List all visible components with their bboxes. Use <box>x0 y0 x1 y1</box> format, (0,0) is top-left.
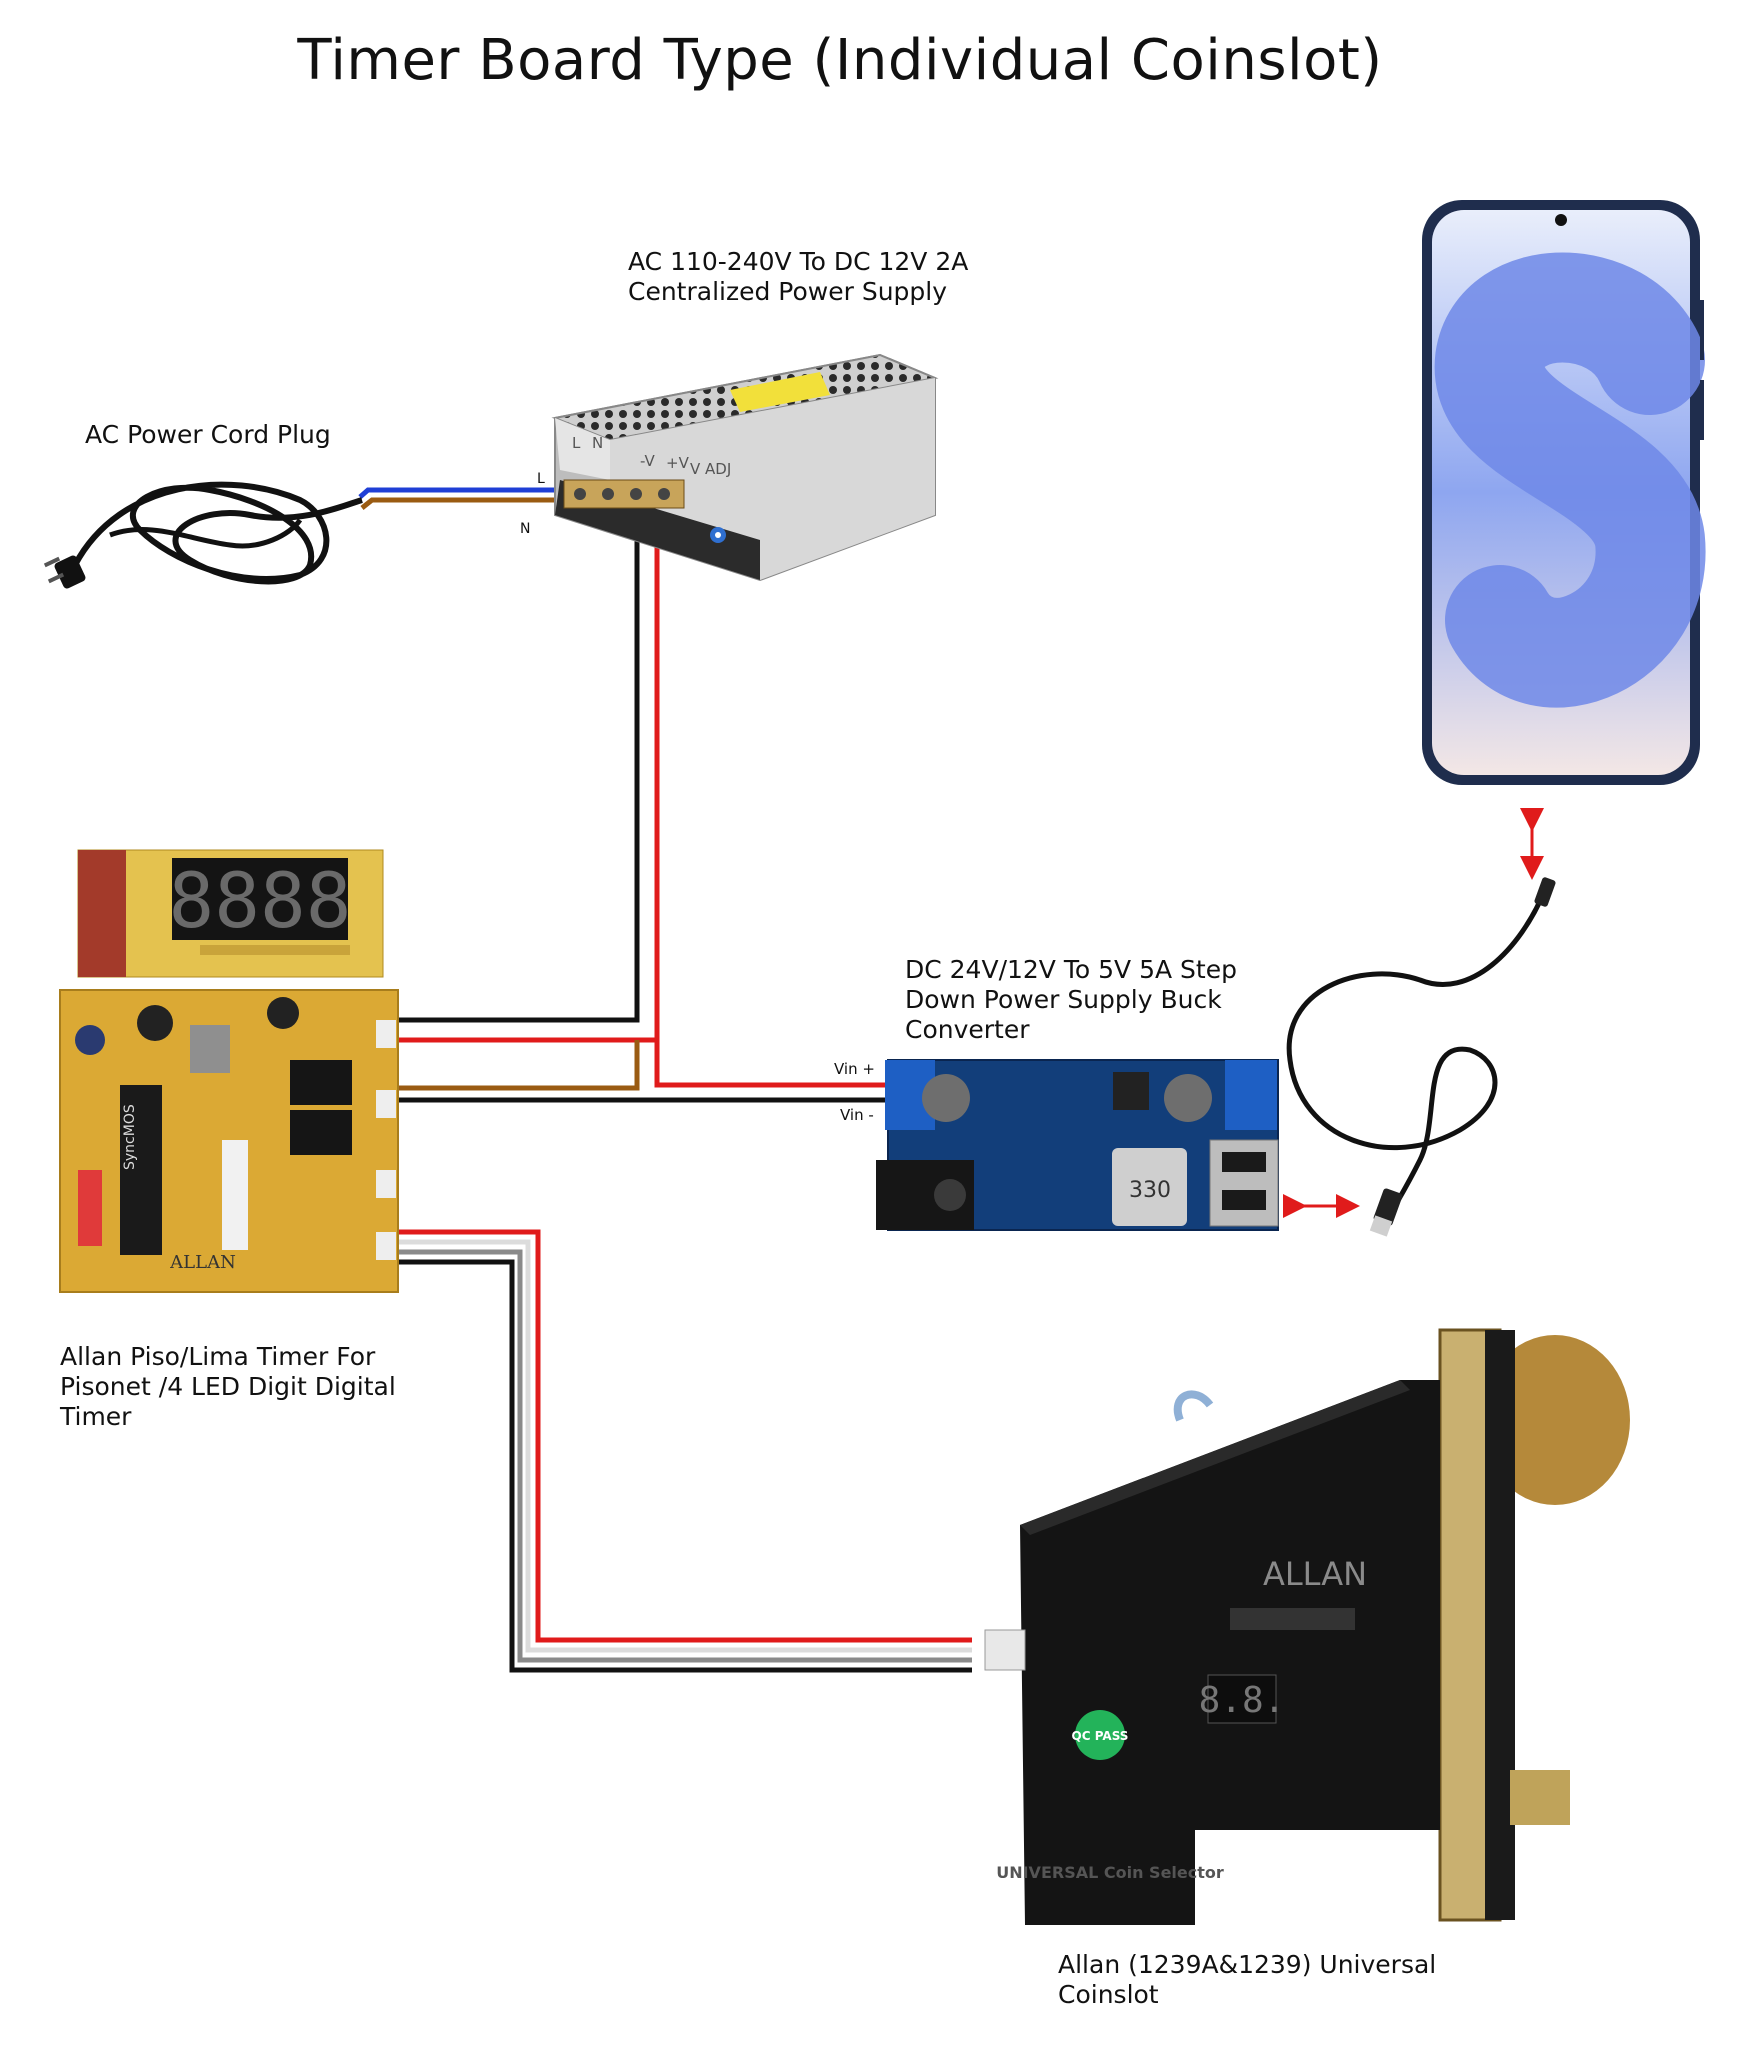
buck-vin-minus: Vin - <box>840 1106 874 1124</box>
ac-power-cord <box>43 481 363 589</box>
timer-display-digits: 8888 <box>168 856 351 945</box>
wire-ac-blue <box>358 487 565 499</box>
coinslot-qc-badge: QC PASS <box>1072 1729 1129 1743</box>
label-buck-converter: DC 24V/12V To 5V 5A Step Down Power Supp… <box>905 955 1237 1044</box>
psu-terminal-minus: -V <box>640 452 656 470</box>
buck-inductor-value: 330 <box>1129 1178 1171 1203</box>
wire-coin-red <box>398 1229 972 1643</box>
timer-brand: ALLAN <box>169 1252 236 1273</box>
coinslot-brand: ALLAN <box>1263 1555 1367 1593</box>
universal-coinslot: ALLAN 8.8. QC PASS UNIVERSAL Coin Select… <box>984 1328 1630 1925</box>
timer-chip-label: SyncMOS <box>122 1104 138 1170</box>
label-ac-power-cord: AC Power Cord Plug <box>85 420 331 449</box>
usb-cable <box>1286 877 1556 1237</box>
wire-ac-brown <box>360 497 565 510</box>
wire-coin-black <box>398 1259 972 1673</box>
label-power-supply: AC 110-240V To DC 12V 2A Centralized Pow… <box>628 247 969 306</box>
psu-pin-l: L <box>537 471 545 487</box>
label-coinslot: Allan (1239A&1239) Universal Coinslot <box>1058 1950 1437 2009</box>
label-timer-board: Allan Piso/Lima Timer For Pisonet /4 LED… <box>60 1342 396 1431</box>
psu-terminal-labels: L <box>572 434 581 452</box>
wire-psu-black <box>398 520 640 1023</box>
wire-coin-white <box>398 1239 972 1653</box>
buck-converter: 330 <box>876 1059 1279 1231</box>
buck-vin-plus: Vin + <box>834 1060 875 1078</box>
timer-display-board: 8888 <box>77 849 384 978</box>
psu-terminal-plus: +V <box>666 454 690 472</box>
wire-coin-gray <box>398 1249 972 1663</box>
timer-main-board: ALLAN SyncMOS <box>59 989 399 1293</box>
wire-psu-red-buck <box>654 520 885 1088</box>
psu-terminal-n: N <box>592 434 603 452</box>
wire-timer-brown <box>398 1040 640 1091</box>
coinslot-footer: UNIVERSAL Coin Selector <box>996 1863 1224 1882</box>
coinslot-display: 8.8. <box>1199 1680 1286 1721</box>
psu-terminal-adj: V ADJ <box>690 460 731 478</box>
psu-pin-n: N <box>520 521 530 537</box>
smartphone <box>1422 200 1706 785</box>
centralized-power-supply: L N -V +V V ADJ <box>551 353 939 582</box>
diagram-title: Timer Board Type (Individual Coinslot) <box>297 28 1383 93</box>
